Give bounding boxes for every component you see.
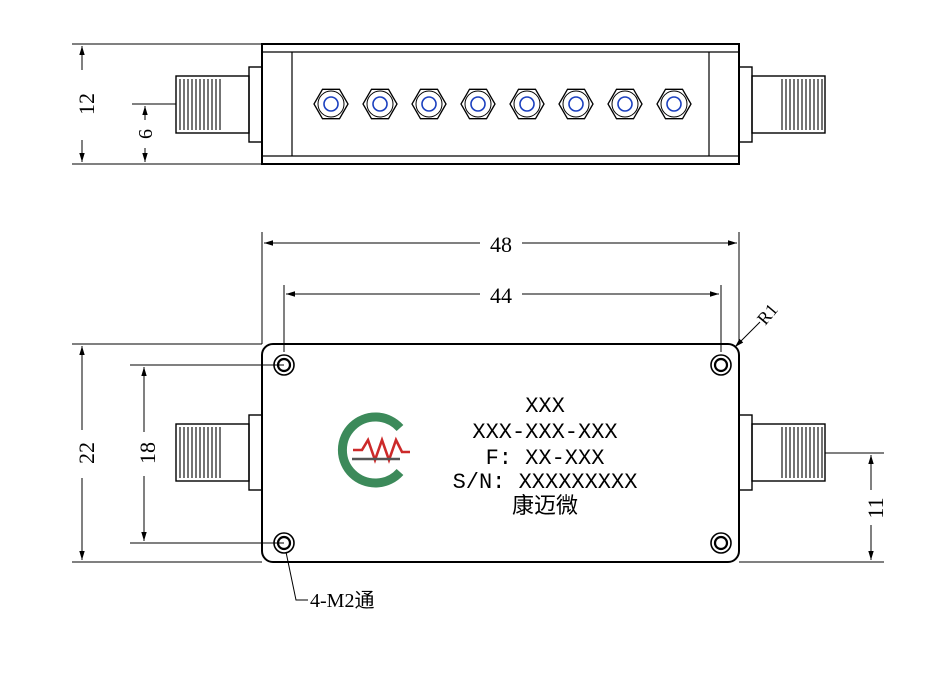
dim-label-6: 6 (135, 129, 157, 139)
dim-label-11: 11 (863, 497, 888, 518)
dim-overall-width: 22 (72, 343, 262, 563)
dim-label-48: 48 (490, 232, 512, 257)
dim-hole-spacing-x: 44 (283, 283, 722, 352)
tuning-screws (313, 88, 692, 120)
dim-label-18: 18 (135, 442, 160, 464)
tuning-screw (558, 88, 594, 120)
tuning-screw (509, 88, 545, 120)
mount-hole-callout: 4-M2通 (285, 551, 374, 612)
tuning-screw (656, 88, 692, 120)
mount-hole-tr (710, 354, 732, 376)
mount-hole-br (710, 532, 732, 554)
tuning-screw (607, 88, 643, 120)
tuning-screw (411, 88, 447, 120)
dim-top-height: 12 (72, 43, 262, 165)
label-line-serial: S/N: XXXXXXXXX (453, 470, 638, 495)
tuning-screw (460, 88, 496, 120)
dim-overall-length: 48 (261, 232, 740, 344)
tuning-screw (362, 88, 398, 120)
dim-label-12: 12 (74, 93, 99, 115)
label-line-company: 康迈微 (512, 493, 578, 518)
top-view: 12 6 (72, 43, 826, 165)
product-label: XXX XXX-XXX-XXX F: XX-XXX S/N: XXXXXXXXX… (453, 394, 638, 518)
label-line-frequency: F: XX-XXX (486, 446, 605, 471)
dim-label-44: 44 (490, 283, 512, 308)
corner-radius-callout: R1 (734, 300, 782, 348)
label-line-model: XXX (525, 394, 565, 419)
front-view: 48 44 (72, 232, 888, 612)
company-logo (337, 412, 410, 488)
dim-label-22: 22 (74, 442, 99, 464)
label-line-partno: XXX-XXX-XXX (472, 420, 617, 445)
top-right-connector (738, 66, 826, 143)
dim-top-center: 6 (132, 103, 176, 162)
front-left-connector (175, 414, 263, 491)
mount-hole-label: 4-M2通 (310, 589, 374, 612)
tuning-screw (313, 88, 349, 120)
front-right-connector (738, 414, 826, 491)
dim-connector-offset: 11 (739, 452, 888, 563)
top-left-connector (175, 66, 263, 143)
dim-hole-spacing-y: 18 (130, 364, 284, 544)
